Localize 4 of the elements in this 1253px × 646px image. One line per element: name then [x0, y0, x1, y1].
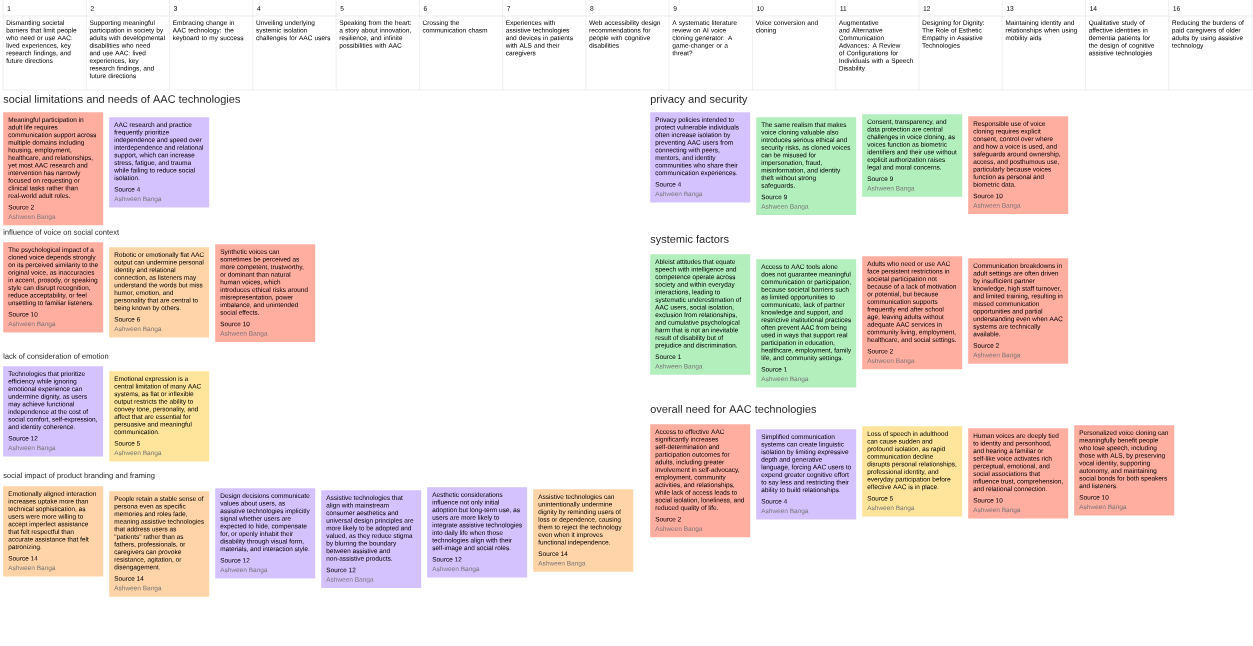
section-heading: overall need for AAC technologies [650, 404, 817, 416]
section-heading: social limitations and needs of AAC technologies [3, 94, 240, 106]
section-heading: systemic factors [650, 234, 729, 246]
section-heading: privacy and security [650, 94, 748, 106]
